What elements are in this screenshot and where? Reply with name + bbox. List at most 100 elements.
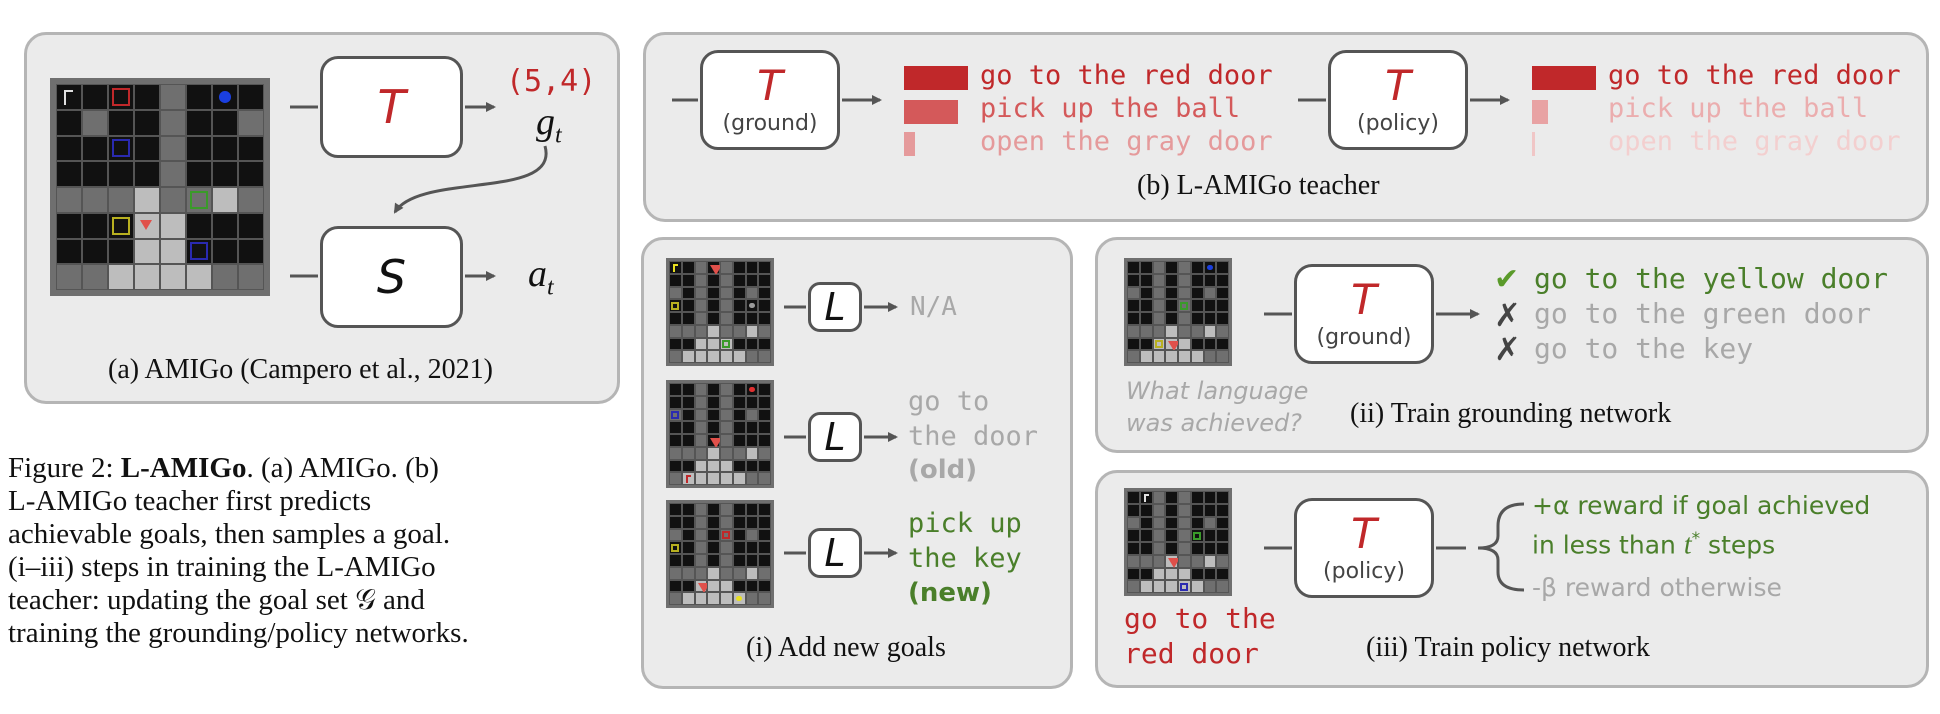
grid-cell: [1139, 567, 1153, 581]
grid-cell: [694, 472, 708, 485]
grid-cell: [745, 446, 759, 460]
question-line1: What language: [1126, 377, 1309, 405]
grid-cell: [694, 579, 710, 594]
grid-cell: [720, 528, 733, 542]
green-door-icon-iii: [1193, 531, 1202, 540]
grid-cell: [758, 503, 771, 516]
grid-cell: [1216, 324, 1229, 338]
grid-cell: [669, 408, 682, 422]
grid-cell: [238, 135, 264, 162]
grid-cell: [238, 238, 264, 265]
grid-cell: [186, 84, 212, 110]
grid-cell: [1127, 516, 1140, 530]
grid-cell: [1127, 324, 1140, 338]
grid-cell: [669, 446, 682, 460]
caption-line1-rest: . (a) AMIGo. (b): [246, 452, 439, 484]
grid-cell: [1178, 516, 1191, 530]
teacher-letter: T: [377, 80, 406, 134]
yellow-door-icon: [111, 216, 131, 235]
grid-cell: [720, 446, 733, 460]
grid-cell: [694, 350, 708, 363]
grid-cell: [134, 84, 160, 110]
grid-cell: [694, 261, 708, 274]
grid-cell: [758, 528, 771, 542]
grid-cell: [745, 503, 759, 516]
grid-cell: [707, 383, 720, 396]
grid-cell: [669, 421, 682, 434]
grid-cell: [1190, 554, 1204, 568]
grid-cell: [1216, 516, 1229, 530]
blue-door-icon-iii: [1180, 582, 1189, 591]
grid-cell: [681, 566, 695, 580]
grid-cell: [1216, 299, 1229, 312]
grid-cell: [732, 408, 746, 422]
grid-cell: [720, 592, 733, 605]
grid-cell: [212, 84, 238, 110]
grid-cell: [1165, 491, 1178, 504]
goal-new-line2: the key: [908, 543, 1022, 574]
grid-cell: [681, 541, 695, 554]
blue-ball-icon: [219, 90, 231, 103]
grid-cell: [745, 592, 759, 605]
grid-cell: [82, 161, 108, 187]
grid-cell: [1216, 529, 1229, 542]
grid-cell: [1152, 516, 1166, 530]
grid-cell: [720, 261, 733, 274]
agent-icon: [139, 219, 152, 230]
grid-cell: [707, 337, 720, 351]
gridworld-i-1: [666, 258, 774, 366]
yellow-door-icon-ii: [1154, 339, 1163, 348]
grid-cell: [745, 299, 759, 312]
grid-cell: [732, 337, 746, 351]
grid-cell: [1203, 286, 1217, 300]
check-icon: ✔: [1494, 262, 1520, 297]
grid-cell: [669, 541, 682, 554]
grid-cell: [707, 446, 720, 460]
grid-cell: [681, 472, 695, 485]
grid-cell: [1216, 580, 1229, 593]
gridworld-a: [50, 78, 270, 296]
grid-cell: [1178, 337, 1191, 351]
grid-cell: [108, 109, 134, 136]
grid-cell: [758, 273, 771, 287]
grid-cell: [1190, 337, 1204, 351]
grid-cell: [694, 566, 708, 580]
grid-cell: [1165, 261, 1178, 274]
grid-cell: [212, 109, 238, 136]
grid-cell: [1190, 261, 1204, 274]
grid-cell: [681, 383, 695, 396]
grid-cell: [732, 324, 746, 338]
caption-bold: L-AMIGo: [120, 452, 247, 484]
grid-cell: [1165, 337, 1181, 352]
grid-cell: [669, 337, 682, 351]
grid-cell: [1203, 491, 1217, 504]
blue-door-icon-i2: [671, 410, 680, 419]
grid-cell: [669, 592, 682, 605]
grid-cell: [720, 459, 733, 473]
green-door-icon-ii: [1180, 301, 1189, 310]
grid-cell: [1139, 554, 1153, 568]
goal-letter: g: [536, 101, 555, 143]
grid-cell: [720, 566, 733, 580]
grid-cell: [720, 350, 733, 363]
grid-cell: [1139, 491, 1153, 504]
grid-cell: [732, 383, 746, 396]
grid-cell: [238, 109, 264, 136]
grid-cell: [1127, 337, 1140, 351]
grid-cell: [745, 541, 759, 554]
policy-bar-1: [1532, 66, 1596, 90]
grid-cell: [1178, 491, 1191, 504]
grid-cell: [681, 528, 695, 542]
panel-b: [643, 32, 1929, 222]
grid-cell: [1127, 567, 1140, 581]
grid-cell: [1139, 286, 1153, 300]
grid-cell: [707, 299, 720, 312]
grid-cell: [732, 421, 746, 434]
grid-cell: [1152, 299, 1166, 312]
grid-cell: [1165, 273, 1178, 287]
grid-cell: [707, 503, 720, 516]
ground-goal-2: pick up the ball: [980, 93, 1241, 124]
grid-cell: [212, 238, 238, 265]
grid-cell: [758, 261, 771, 274]
caption-line-6: training the grounding/policy networks.: [8, 617, 469, 649]
